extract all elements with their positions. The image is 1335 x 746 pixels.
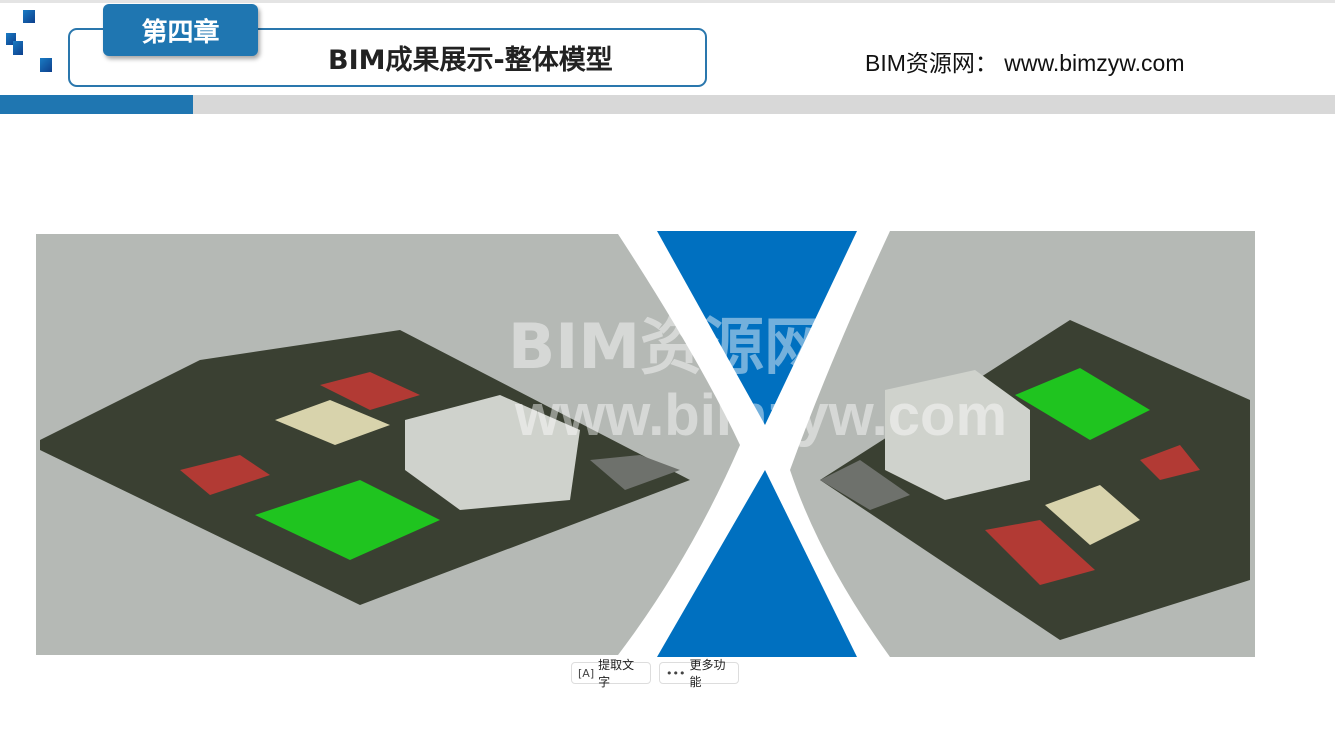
text-scan-icon: [A] bbox=[578, 666, 595, 680]
logo-square bbox=[6, 33, 16, 45]
more-features-label: 更多功能 bbox=[689, 658, 726, 689]
watermark: BIM资源网 bbox=[508, 310, 827, 383]
render-left bbox=[36, 234, 740, 655]
top-border bbox=[0, 0, 1335, 3]
triangle-top bbox=[657, 231, 857, 425]
logo-square bbox=[40, 58, 52, 72]
site-label: BIM资源网： www.bimzyw.com bbox=[865, 50, 1185, 76]
header-bar bbox=[193, 95, 1335, 114]
field-green bbox=[1015, 368, 1150, 440]
extract-text-label: 提取文字 bbox=[598, 658, 635, 689]
logo-square bbox=[23, 10, 35, 23]
header-bar-accent bbox=[0, 95, 193, 114]
field-green bbox=[255, 480, 440, 560]
chapter-badge: 第四章 bbox=[103, 4, 258, 56]
title-frame bbox=[68, 28, 707, 87]
watermark: www.bimzyw.com bbox=[515, 383, 1008, 448]
extract-text-button[interactable]: [A] 提取文字 bbox=[571, 658, 651, 689]
page-title: BIM成果展示-整体模型 bbox=[328, 45, 613, 76]
logo-square bbox=[13, 41, 23, 55]
triangle-bottom bbox=[657, 470, 857, 657]
more-icon: ••• bbox=[666, 666, 686, 680]
more-features-button[interactable]: ••• 更多功能 bbox=[659, 658, 739, 689]
render-right bbox=[790, 231, 1255, 657]
